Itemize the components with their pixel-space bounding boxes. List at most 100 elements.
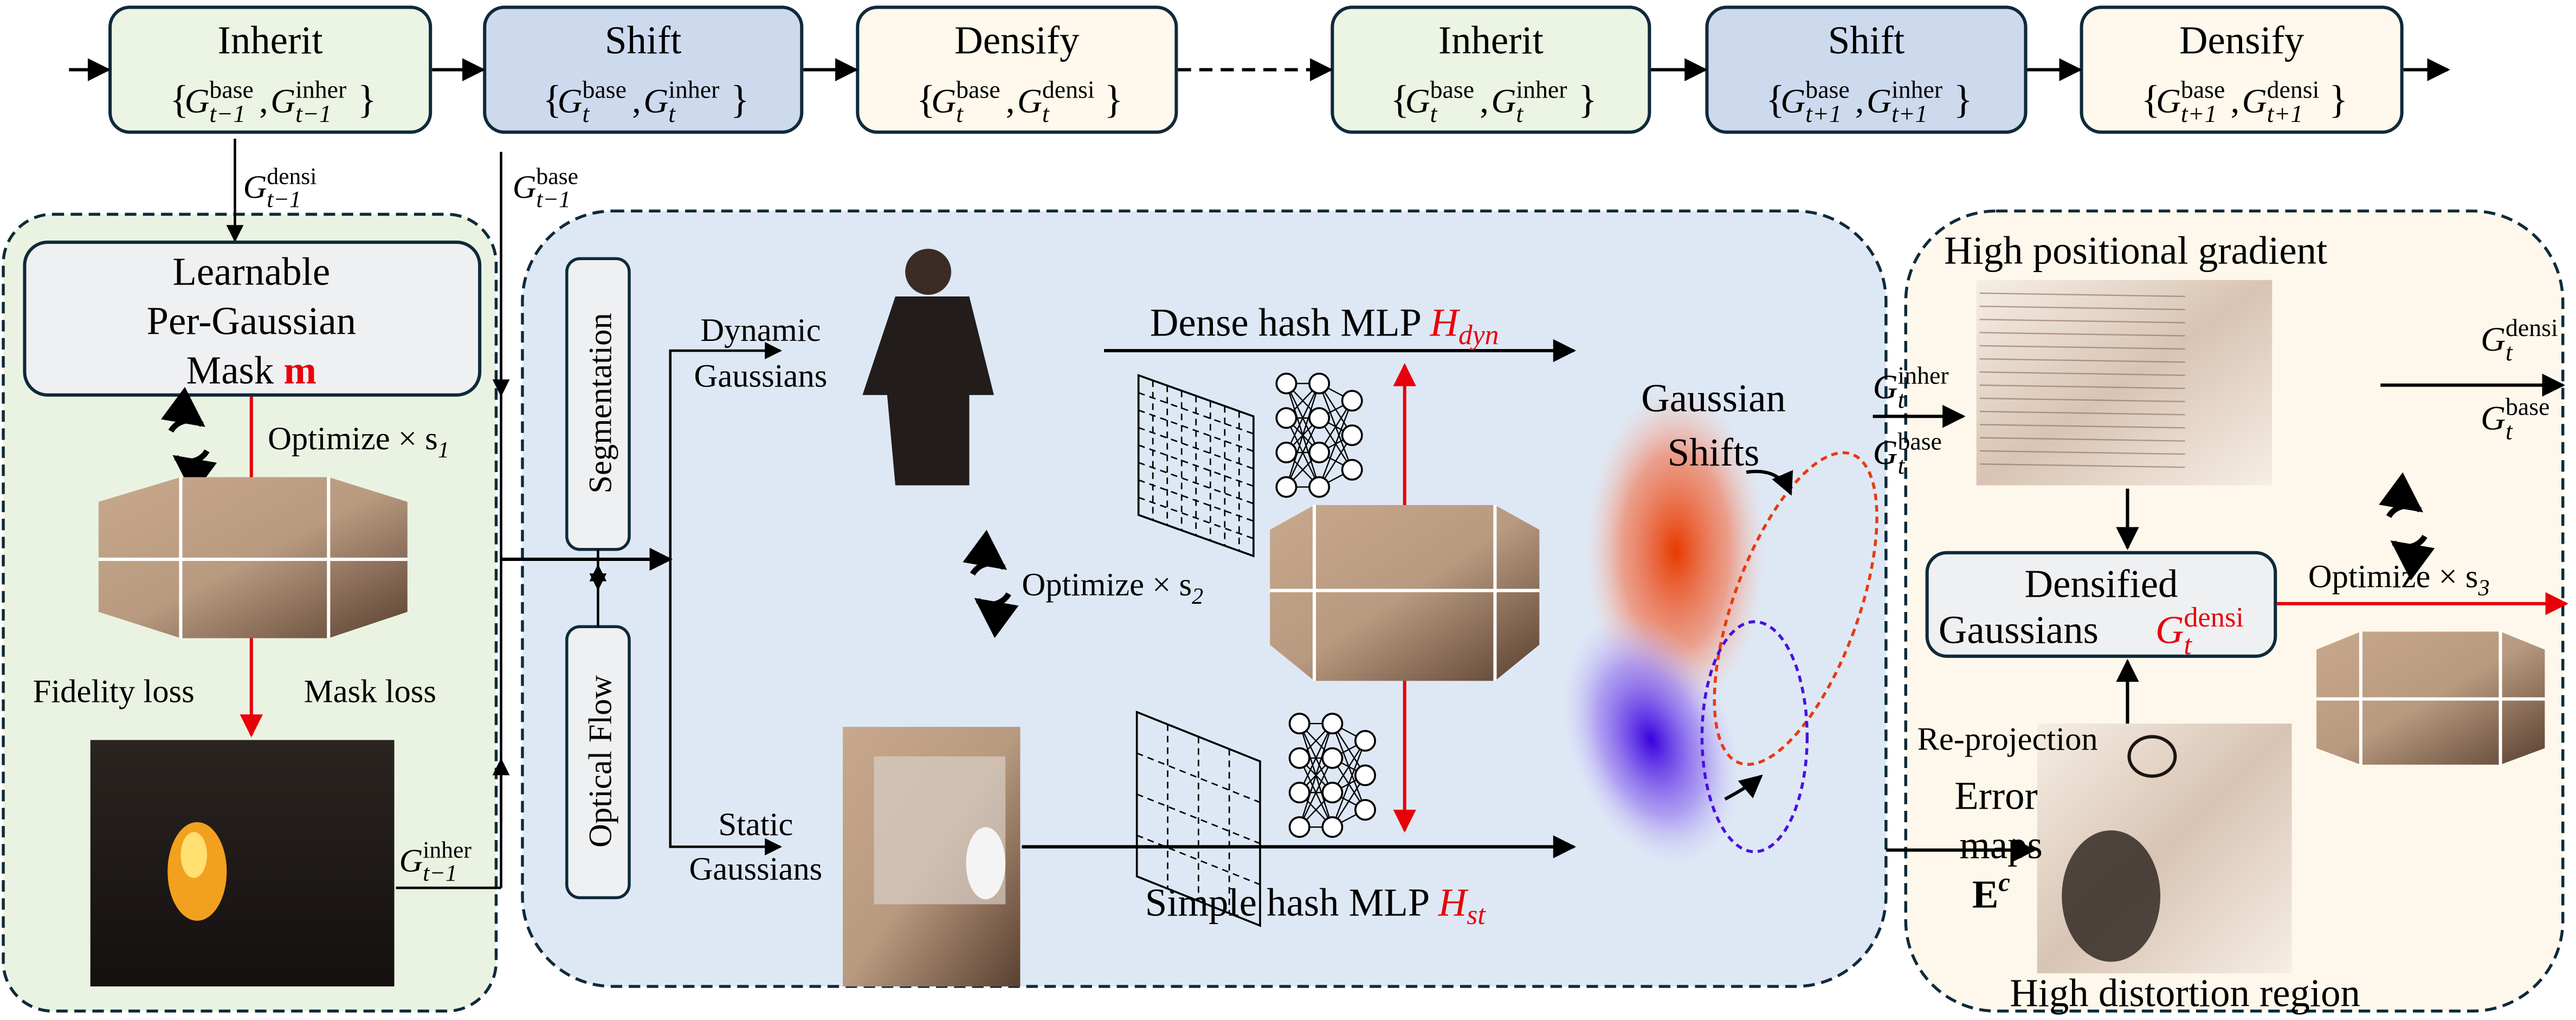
- term-superscript: inher: [668, 76, 719, 104]
- gaussian-shifts-label-2: Shifts: [1668, 430, 1760, 474]
- gaussian-symbol: G: [2242, 81, 2267, 120]
- gaussian-symbol: G: [2481, 320, 2506, 358]
- gaussian-symbol: G: [558, 81, 583, 120]
- distortion-region-image: [2037, 724, 2292, 973]
- blue-gaussian-blob: [1561, 613, 1741, 867]
- densified-gaussians-box: [1925, 551, 2277, 658]
- term-subscript: t+1: [2267, 100, 2303, 127]
- mask-box-line3: Mask m: [186, 348, 317, 392]
- term-superscript: densi: [1042, 76, 1095, 104]
- comma: ,: [259, 81, 268, 120]
- gaussian-symbol: G: [2481, 398, 2506, 437]
- brace-close: }: [1954, 77, 1973, 121]
- dense-hash-grid-icon: [1137, 373, 1255, 558]
- term-superscript: inher: [1891, 76, 1942, 104]
- stage-title: Inherit: [1438, 18, 1544, 62]
- brace-close: }: [1104, 77, 1123, 121]
- term-superscript: base: [209, 76, 253, 104]
- stage-title: Densify: [954, 18, 1080, 62]
- term-subscript: t: [2506, 417, 2513, 444]
- error-label: Error: [1954, 774, 2038, 818]
- maps-label: maps: [1959, 823, 2043, 867]
- term-subscript: t: [1430, 100, 1438, 127]
- term-subscript: t: [2506, 338, 2513, 366]
- term-superscript: base: [583, 76, 627, 104]
- mlp-network-icon: [1275, 372, 1363, 498]
- mlp-network-icon: [1288, 713, 1376, 838]
- term-subscript: t+1: [2181, 100, 2217, 127]
- segmentation-label: Segmentation: [583, 313, 619, 493]
- term-subscript: t: [1897, 451, 1905, 479]
- term-superscript: base: [2506, 393, 2549, 421]
- term-subscript: t+1: [1891, 100, 1928, 127]
- term-superscript: base: [1805, 76, 1849, 104]
- gaussian-symbol: G: [1017, 81, 1042, 120]
- multiview-render-image: [2316, 631, 2545, 765]
- gaussian-symbol: G: [2156, 81, 2181, 120]
- term-superscript: densi: [267, 164, 317, 190]
- densified-label-2: Gaussians: [1939, 608, 2099, 652]
- fidelity-loss-label: Fidelity loss: [33, 674, 195, 710]
- simple-hash-mlp-label: Simple hash MLP Hst: [1145, 881, 1487, 931]
- gaussian-symbol: G: [643, 81, 668, 120]
- brace-open: {: [2141, 77, 2160, 121]
- term-subscript: t−1: [267, 186, 301, 212]
- term-subscript: t: [1042, 100, 1050, 127]
- term-subscript: t+1: [1805, 100, 1842, 127]
- optimize-cycle-icon: [161, 386, 217, 495]
- high-distortion-label: High distortion region: [2010, 971, 2360, 1015]
- input-frame-image: [90, 740, 395, 987]
- stage-title: Shift: [1828, 18, 1905, 62]
- mask-box-line2: Per-Gaussian: [147, 299, 356, 343]
- brace-open: {: [916, 77, 935, 121]
- mask-box: [23, 240, 482, 397]
- dynamic-label-1: Dynamic: [700, 312, 821, 348]
- term-superscript: base: [1430, 76, 1474, 104]
- term-subscript: t−1: [295, 100, 332, 127]
- simple-hash-grid-icon: [1135, 711, 1261, 927]
- gaussian-symbol: G: [399, 843, 423, 879]
- brace-close: }: [1578, 77, 1597, 121]
- gaussian-symbol: G: [1873, 433, 1898, 472]
- term-superscript: base: [956, 76, 1000, 104]
- reprojection-label: Re-projection: [1917, 721, 2097, 758]
- gaussian-symbol: G: [243, 169, 267, 205]
- term-superscript: inher: [1516, 76, 1567, 104]
- term-superscript: base: [2181, 76, 2225, 104]
- static-gaussians-image: [843, 727, 1021, 987]
- dynamic-label-2: Gaussians: [694, 358, 828, 395]
- term-superscript: base: [1897, 427, 1941, 455]
- dense-hash-mlp-label: Dense hash MLP Hdyn: [1150, 301, 1499, 351]
- comma: ,: [1855, 81, 1864, 120]
- comma: ,: [632, 81, 641, 120]
- optical-flow-label: Optical Flow: [583, 675, 619, 847]
- gaussian-symbol: G: [1873, 367, 1898, 406]
- optimize-s1-label: Optimize × s1: [268, 421, 449, 463]
- brace-open: {: [1391, 77, 1410, 121]
- gaussian-symbol: G: [513, 169, 537, 205]
- term-subscript: t: [1516, 100, 1523, 127]
- brace-open: {: [1766, 77, 1785, 121]
- stage-title: Densify: [2179, 18, 2304, 62]
- stage-title: Shift: [605, 18, 682, 62]
- term-superscript: densi: [2267, 76, 2320, 104]
- brace-close: }: [358, 77, 377, 121]
- mask-box-line1: Learnable: [172, 250, 330, 294]
- term-superscript: densi: [2506, 314, 2558, 341]
- gaussian-symbol: G: [931, 81, 956, 120]
- term-subscript: t: [2184, 629, 2192, 661]
- term-subscript: t−1: [209, 100, 246, 127]
- densified-label-1: Densified: [2025, 562, 2178, 606]
- multiview-render-image: [98, 477, 408, 638]
- comma: ,: [1480, 81, 1489, 120]
